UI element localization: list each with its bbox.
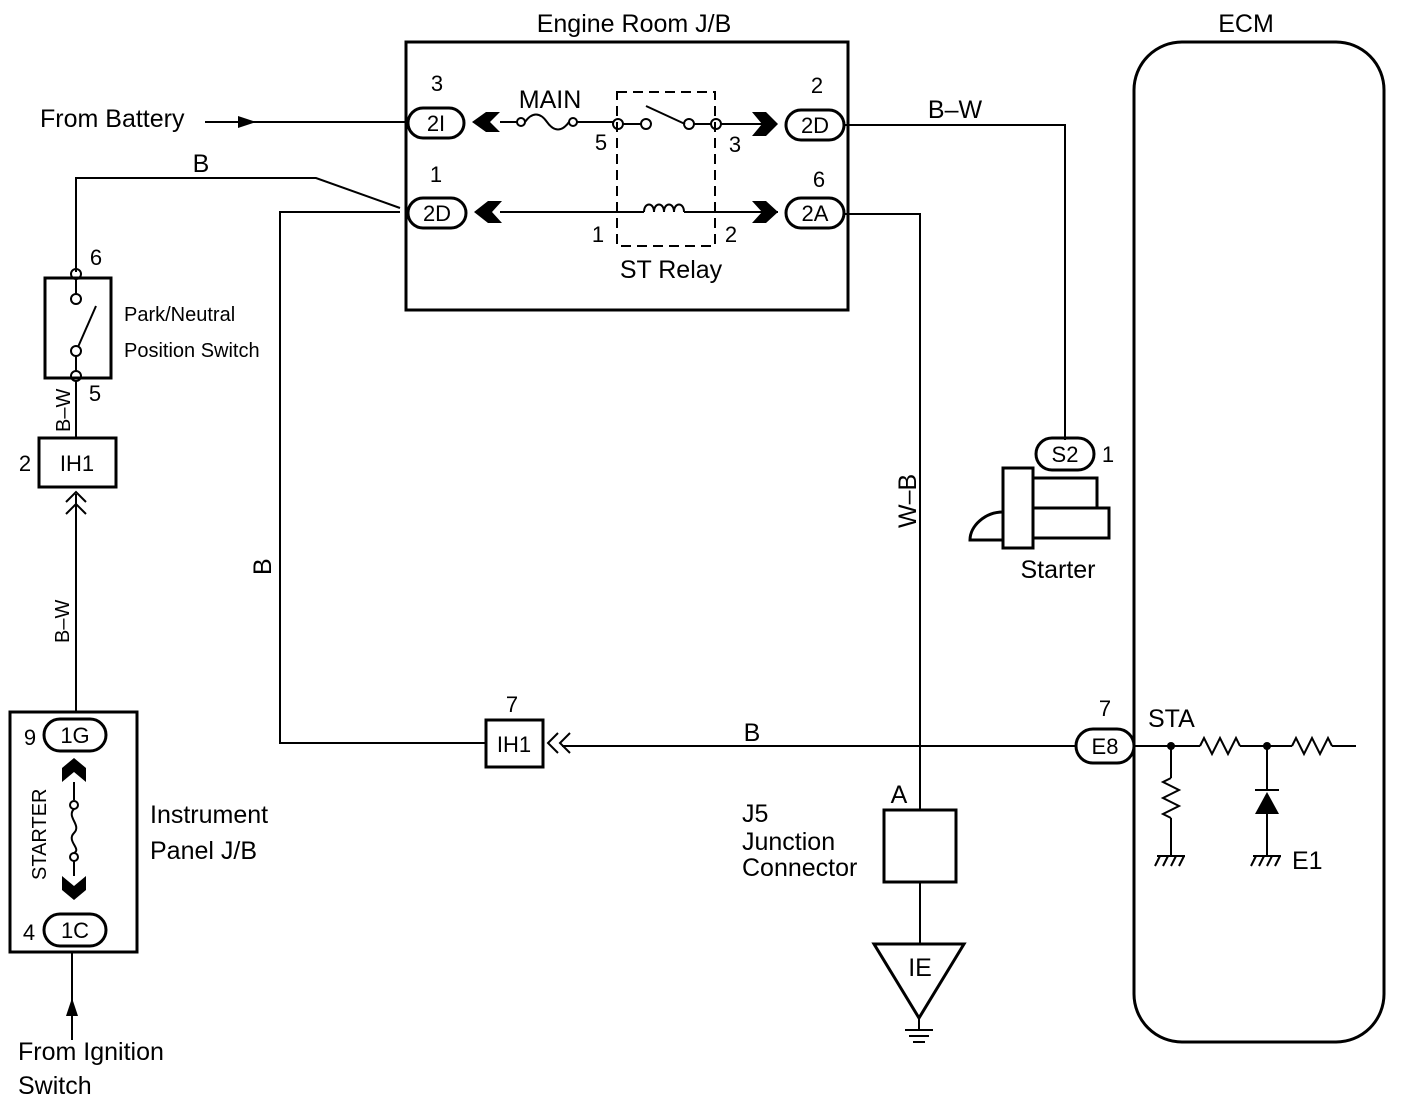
wire-b-top: B <box>75 150 401 272</box>
svg-text:W–B: W–B <box>894 474 922 528</box>
ground-ie: IE <box>871 942 967 1043</box>
svg-text:B: B <box>249 558 277 575</box>
connector-2d-top: 2D 2 <box>752 73 846 142</box>
connector-ih1-top: IH1 2 B–W <box>19 436 118 712</box>
ecm-title: ECM <box>1218 10 1274 38</box>
svg-text:B–W: B–W <box>52 600 74 643</box>
svg-text:2: 2 <box>725 222 737 247</box>
svg-text:B–W: B–W <box>928 96 983 124</box>
from-battery: From Battery <box>40 105 408 133</box>
main-fuse: MAIN <box>500 86 614 131</box>
svg-text:2D: 2D <box>423 201 451 226</box>
svg-text:IE: IE <box>908 954 932 982</box>
from-ignition-label-1: From Ignition <box>18 1038 164 1066</box>
starter: S2 1 Starter <box>968 436 1114 584</box>
svg-text:3: 3 <box>431 71 443 96</box>
sta-label: STA <box>1148 705 1195 733</box>
svg-text:9: 9 <box>24 725 36 750</box>
e1-label: E1 <box>1292 847 1323 875</box>
svg-text:5: 5 <box>89 381 101 406</box>
from-battery-label: From Battery <box>40 105 185 133</box>
svg-text:IH1: IH1 <box>497 732 531 757</box>
svg-text:A: A <box>891 781 908 809</box>
svg-text:1G: 1G <box>60 723 89 748</box>
engine-room-jb-title: Engine Room J/B <box>537 10 732 38</box>
park-neutral-switch: 6 5 Park/Neutral Position Switch B–W <box>43 245 260 438</box>
svg-text:2I: 2I <box>427 111 445 136</box>
park-neutral-label-1: Park/Neutral <box>124 304 235 326</box>
instrument-panel-label-2: Panel J/B <box>150 837 257 865</box>
wire-b-vertical: B <box>249 211 486 744</box>
svg-text:1: 1 <box>1102 442 1114 467</box>
svg-text:4: 4 <box>23 920 35 945</box>
svg-text:1: 1 <box>592 222 604 247</box>
svg-text:2D: 2D <box>801 113 829 138</box>
svg-text:Connector: Connector <box>742 854 857 882</box>
instrument-panel-jb: 1G 9 1C 4 STARTER Instrument Panel J/B <box>8 710 268 954</box>
svg-text:B–W: B–W <box>53 389 75 432</box>
svg-text:2: 2 <box>811 73 823 98</box>
wire-b-bottom: B <box>562 719 1076 747</box>
svg-text:6: 6 <box>813 167 825 192</box>
connector-2i: 2I 3 <box>406 71 500 140</box>
engine-room-jb: Engine Room J/B <box>404 10 850 312</box>
svg-text:2A: 2A <box>802 201 829 226</box>
main-fuse-label: MAIN <box>519 86 582 114</box>
svg-text:Junction: Junction <box>742 828 835 856</box>
svg-text:J5: J5 <box>742 800 768 828</box>
from-ignition-switch: From Ignition Switch <box>18 952 164 1100</box>
svg-text:5: 5 <box>595 130 607 155</box>
starter-label: Starter <box>1020 556 1095 584</box>
connector-2a: 2A 6 <box>752 167 846 230</box>
svg-text:1: 1 <box>430 162 442 187</box>
park-neutral-label-2: Position Switch <box>124 340 260 362</box>
svg-text:6: 6 <box>90 245 102 270</box>
wire-b-w-starter: B–W <box>844 96 1066 440</box>
wire-w-b: W–B <box>844 213 922 810</box>
svg-text:B: B <box>744 719 761 747</box>
connector-2d-left: 2D 1 <box>406 162 502 230</box>
junction-connector-j5: A J5 Junction Connector <box>742 781 958 944</box>
st-relay: 5 3 1 2 ST Relay <box>500 91 778 284</box>
svg-text:S2: S2 <box>1052 442 1079 467</box>
svg-text:7: 7 <box>1099 696 1111 721</box>
starter-fuse-label: STARTER <box>29 789 51 881</box>
svg-text:3: 3 <box>729 132 741 157</box>
svg-text:B: B <box>193 150 210 178</box>
from-ignition-label-2: Switch <box>18 1072 92 1100</box>
svg-text:2: 2 <box>19 451 31 476</box>
svg-text:IH1: IH1 <box>60 451 94 476</box>
svg-text:E8: E8 <box>1092 734 1119 759</box>
svg-text:1C: 1C <box>61 918 89 943</box>
instrument-panel-label-1: Instrument <box>150 801 268 829</box>
svg-text:7: 7 <box>506 692 518 717</box>
st-relay-label: ST Relay <box>620 256 723 284</box>
connector-ih1-mid: IH1 7 <box>484 692 571 769</box>
ecm: ECM E8 7 STA E1 <box>1074 10 1386 1044</box>
